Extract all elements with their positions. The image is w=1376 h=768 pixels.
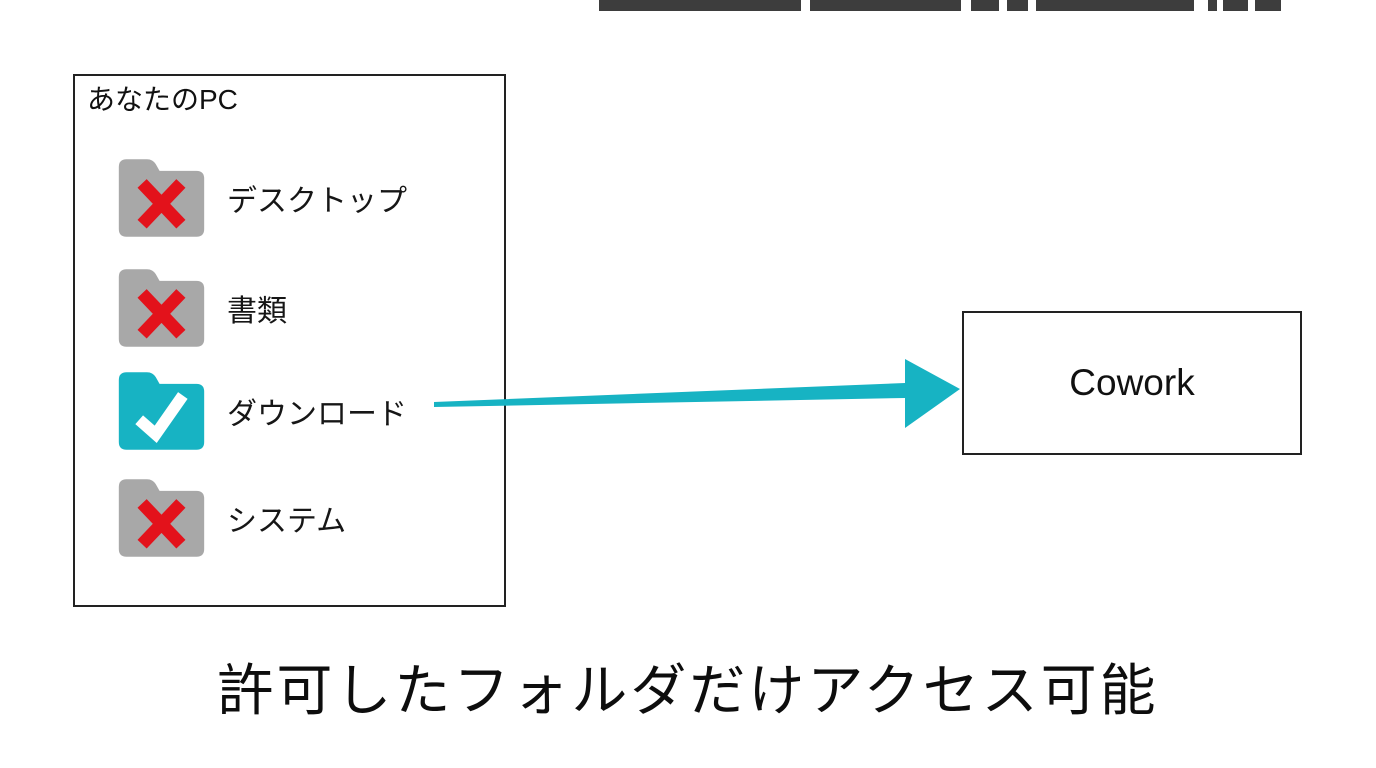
folder-denied-icon xyxy=(118,269,205,347)
folder-denied-icon xyxy=(118,159,205,237)
pc-box-title: あなたのPC xyxy=(87,84,238,115)
folder-label-documents: 書類 xyxy=(227,295,287,328)
folder-row-system: システム xyxy=(113,475,346,561)
folder-row-desktop: デスクトップ xyxy=(113,155,407,241)
folder-row-documents: 書類 xyxy=(113,265,287,351)
folder-label-system: システム xyxy=(227,505,347,538)
folder-label-desktop: デスクトップ xyxy=(227,185,407,218)
topbar-segment xyxy=(810,0,961,11)
folder-label-downloads: ダウンロード xyxy=(227,398,407,431)
cowork-label: Cowork xyxy=(1069,362,1195,403)
topbar-segment xyxy=(1223,0,1248,11)
topbar-segment xyxy=(599,0,801,11)
topbar-segment xyxy=(1208,0,1217,11)
topbar-segment xyxy=(971,0,999,11)
folder-row-downloads: ダウンロード xyxy=(113,368,407,454)
folder-allowed-icon xyxy=(118,372,205,450)
folder-denied-icon xyxy=(118,479,205,557)
cowork-box: Cowork xyxy=(962,311,1302,455)
topbar-segment xyxy=(1036,0,1194,11)
topbar-segment xyxy=(1007,0,1028,11)
topbar-segment xyxy=(1255,0,1281,11)
pc-box: あなたのPC デスクトップ 書類 ダウンロード xyxy=(73,74,506,607)
caption: 許可したフォルダだけアクセス可能 xyxy=(217,659,1159,722)
